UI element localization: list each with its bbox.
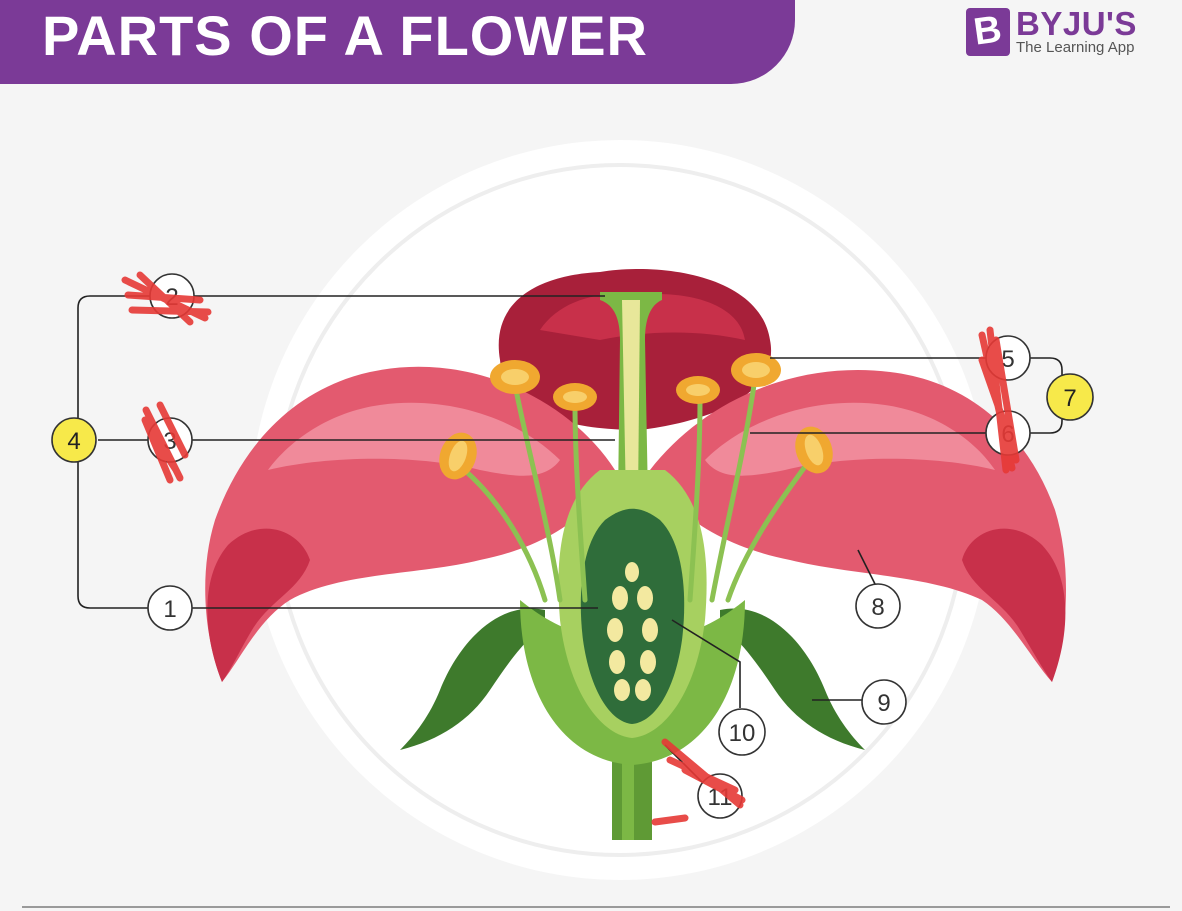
label-4: 4 <box>51 417 97 463</box>
bracket-7-top <box>1030 357 1063 384</box>
label-10: 10 <box>718 708 766 756</box>
title-banner: PARTS OF A FLOWER <box>0 0 795 84</box>
ovary <box>580 508 685 724</box>
left-petal-curl <box>207 528 310 682</box>
right-sepal <box>720 608 865 750</box>
label-9: 9 <box>861 679 907 725</box>
filaments <box>459 375 813 603</box>
page-title: PARTS OF A FLOWER <box>42 3 648 67</box>
logo-text: BYJU'S The Learning App <box>1016 5 1137 56</box>
left-sepal <box>400 608 545 750</box>
scribble-labels-5-6 <box>978 326 1020 474</box>
bottom-divider <box>22 906 1170 908</box>
svg-text:1: 1 <box>163 596 176 623</box>
label-1: 1 <box>147 585 193 631</box>
svg-text:9: 9 <box>877 690 890 717</box>
brand-tagline: The Learning App <box>1016 39 1135 56</box>
leader-line-10 <box>671 619 741 708</box>
svg-text:10: 10 <box>729 720 756 747</box>
brand-name: BYJU'S <box>1016 5 1137 42</box>
byjus-logo: B BYJU'S The Learning App <box>966 5 1137 56</box>
svg-text:8: 8 <box>871 594 884 621</box>
svg-text:5: 5 <box>1001 346 1014 373</box>
stem-highlight <box>622 750 634 840</box>
label-8: 8 <box>855 583 901 629</box>
scribble-label-11 <box>651 738 746 826</box>
ovules <box>607 562 658 701</box>
logo-mark-icon: B <box>966 8 1010 56</box>
scribble-label-3 <box>141 401 189 484</box>
right-petal-curl <box>962 528 1066 682</box>
leader-lines <box>77 295 1063 791</box>
right-petal-highlight <box>705 402 995 476</box>
scribble-label-2 <box>121 271 212 326</box>
leader-line-8 <box>857 549 879 591</box>
svg-text:4: 4 <box>67 428 80 455</box>
bracket-7-bottom <box>1030 412 1063 434</box>
label-7: 7 <box>1046 373 1094 421</box>
scribble-marks <box>121 271 1020 826</box>
svg-text:7: 7 <box>1063 385 1076 412</box>
style-canal <box>622 300 640 500</box>
anthers <box>439 353 833 480</box>
